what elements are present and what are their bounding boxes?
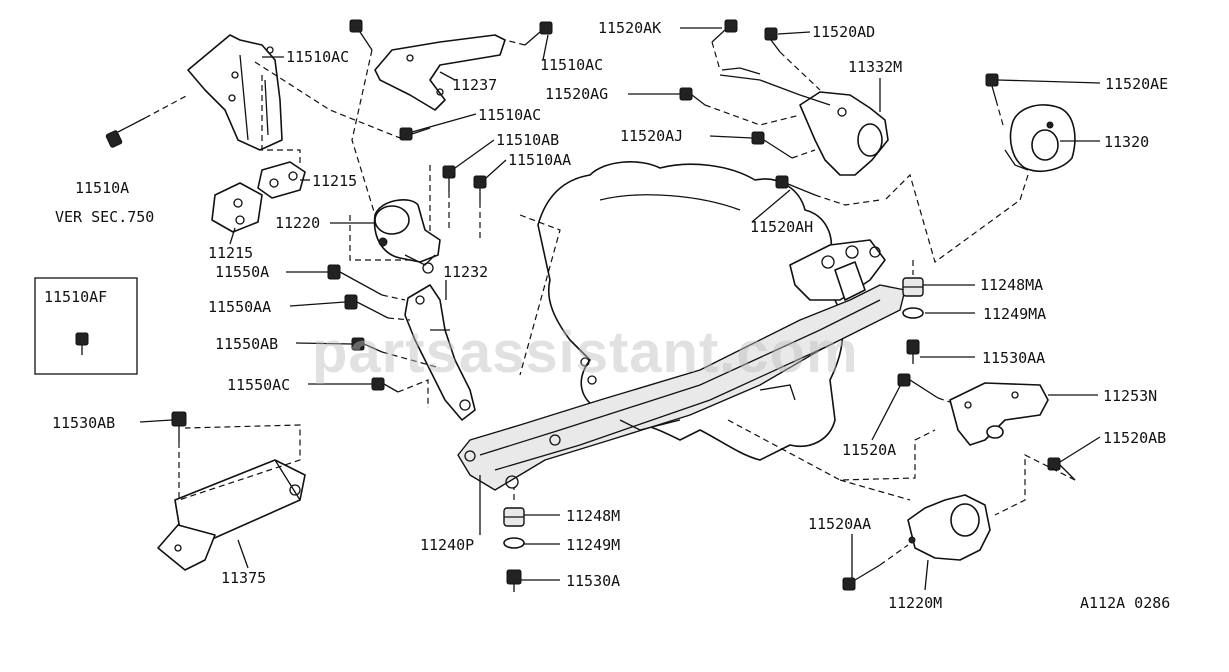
bush-11248m [503, 507, 525, 527]
crossmember-11240p [457, 239, 906, 491]
bracket-plate-left [187, 34, 283, 151]
label-11520aj: 11520AJ [620, 127, 683, 145]
bolt-11530ab [171, 411, 187, 442]
label-11375: 11375 [221, 569, 266, 587]
label-11520aa: 11520AA [808, 515, 871, 533]
bolt-11520ae [985, 73, 999, 101]
bolt-11520ah [775, 175, 816, 196]
label-11520ae: 11520AE [1105, 75, 1168, 93]
bolt-11550aa [344, 294, 389, 319]
bolt-11550ac [371, 377, 399, 393]
part-labels: 11510A VER SEC.750 11510AC 11237 11510AC… [44, 19, 1170, 612]
plate-11215-a [257, 161, 306, 199]
label-11520ab: 11520AB [1103, 429, 1166, 447]
bolt-11510aa [473, 175, 487, 202]
inset-box [34, 277, 138, 375]
label-11520ag: 11520AG [545, 85, 608, 103]
bolt-11510a [105, 117, 146, 148]
label-11253n: 11253N [1103, 387, 1157, 405]
watermark: partsassistant.com [312, 320, 859, 385]
bolt-11520aj [751, 131, 793, 159]
bolt-11530aa [906, 339, 920, 364]
label-11550ab: 11550AB [215, 335, 278, 353]
label-11520a: 11520A [842, 441, 896, 459]
plate-11215-b [211, 182, 263, 233]
label-11550ac: 11550AC [227, 376, 290, 394]
bracket-11253n [949, 382, 1049, 446]
label-11215-a: 11215 [312, 172, 357, 190]
bolt-11550a [327, 264, 383, 296]
label-11240p: 11240P [420, 536, 474, 554]
label-11550a: 11550A [215, 263, 269, 281]
bolt-11510ac-3 [399, 127, 431, 141]
bolt-11520aa [842, 564, 881, 591]
bolt-11520ag [679, 87, 706, 106]
label-11530aa: 11530AA [982, 349, 1045, 367]
mount-11332m [719, 67, 889, 176]
label-11530ab: 11530AB [52, 414, 115, 432]
assembly-lines [144, 39, 1076, 566]
label-11510ac-1: 11510AC [286, 48, 349, 66]
bracket-11237 [374, 34, 506, 111]
label-11220m: 11220M [888, 594, 942, 612]
label-11510ac-2: 11510AC [540, 56, 603, 74]
bolt-11510ab [442, 165, 456, 192]
label-11332m: 11332M [848, 58, 902, 76]
label-11520ah: 11520AH [750, 218, 813, 236]
bolt-11530a [506, 569, 522, 592]
label-11550aa: 11550AA [208, 298, 271, 316]
leader-lines [139, 27, 1101, 591]
label-11248ma: 11248MA [980, 276, 1043, 294]
label-11520ak: 11520AK [598, 19, 661, 37]
bush-11248ma [902, 277, 924, 297]
label-11520ad: 11520AD [812, 23, 875, 41]
bolt-11520ak [711, 19, 738, 43]
label-11510ab: 11510AB [496, 131, 559, 149]
bracket-11232 [404, 284, 476, 421]
label-11320: 11320 [1104, 133, 1149, 151]
bolt-11510af [75, 332, 89, 355]
label-11249ma: 11249MA [983, 305, 1046, 323]
label-ver-sec: VER SEC.750 [55, 208, 154, 226]
label-11530a: 11530A [566, 572, 620, 590]
inset-label-11510af: 11510AF [44, 288, 107, 306]
washer-11249ma [902, 307, 924, 319]
diagram-code: A112A 0286 [1080, 594, 1170, 612]
label-11248m: 11248M [566, 507, 620, 525]
mount-11320 [1004, 104, 1076, 172]
unit-11375 [157, 459, 306, 571]
label-11237: 11237 [452, 76, 497, 94]
label-11510a: 11510A [75, 179, 129, 197]
bolt-11510ac-1 [349, 19, 373, 51]
label-11249m: 11249M [566, 536, 620, 554]
mount-11220 [373, 199, 441, 274]
label-11220: 11220 [275, 214, 320, 232]
label-11510ac-3: 11510AC [478, 106, 541, 124]
label-11510aa: 11510AA [508, 151, 571, 169]
bolt-11510ac-2 [524, 21, 553, 46]
washer-11249m [503, 537, 525, 549]
label-11232: 11232 [443, 263, 488, 281]
mount-11220m [907, 494, 991, 561]
bolt-11520a [897, 373, 939, 399]
bolt-11520ad [764, 27, 781, 53]
label-11215-b: 11215 [208, 244, 253, 262]
